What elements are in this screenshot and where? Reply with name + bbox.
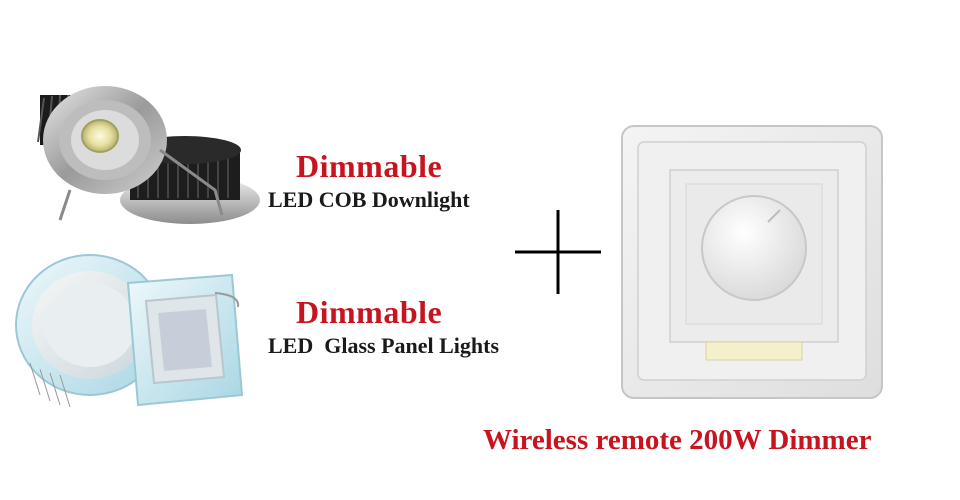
product-subheading: LED COB Downlight [268, 187, 470, 212]
glass-panel-light-image [10, 245, 250, 420]
product-subheading: LED Glass Panel Lights [268, 333, 500, 358]
plus-icon [515, 210, 601, 294]
product-heading: Dimmable [296, 148, 443, 184]
wall-dimmer-image [618, 122, 886, 402]
product-heading: Dimmable [296, 294, 443, 330]
dimmer-caption: Wireless remote 200W Dimmer [483, 424, 872, 456]
cob-downlight-image [20, 70, 270, 240]
